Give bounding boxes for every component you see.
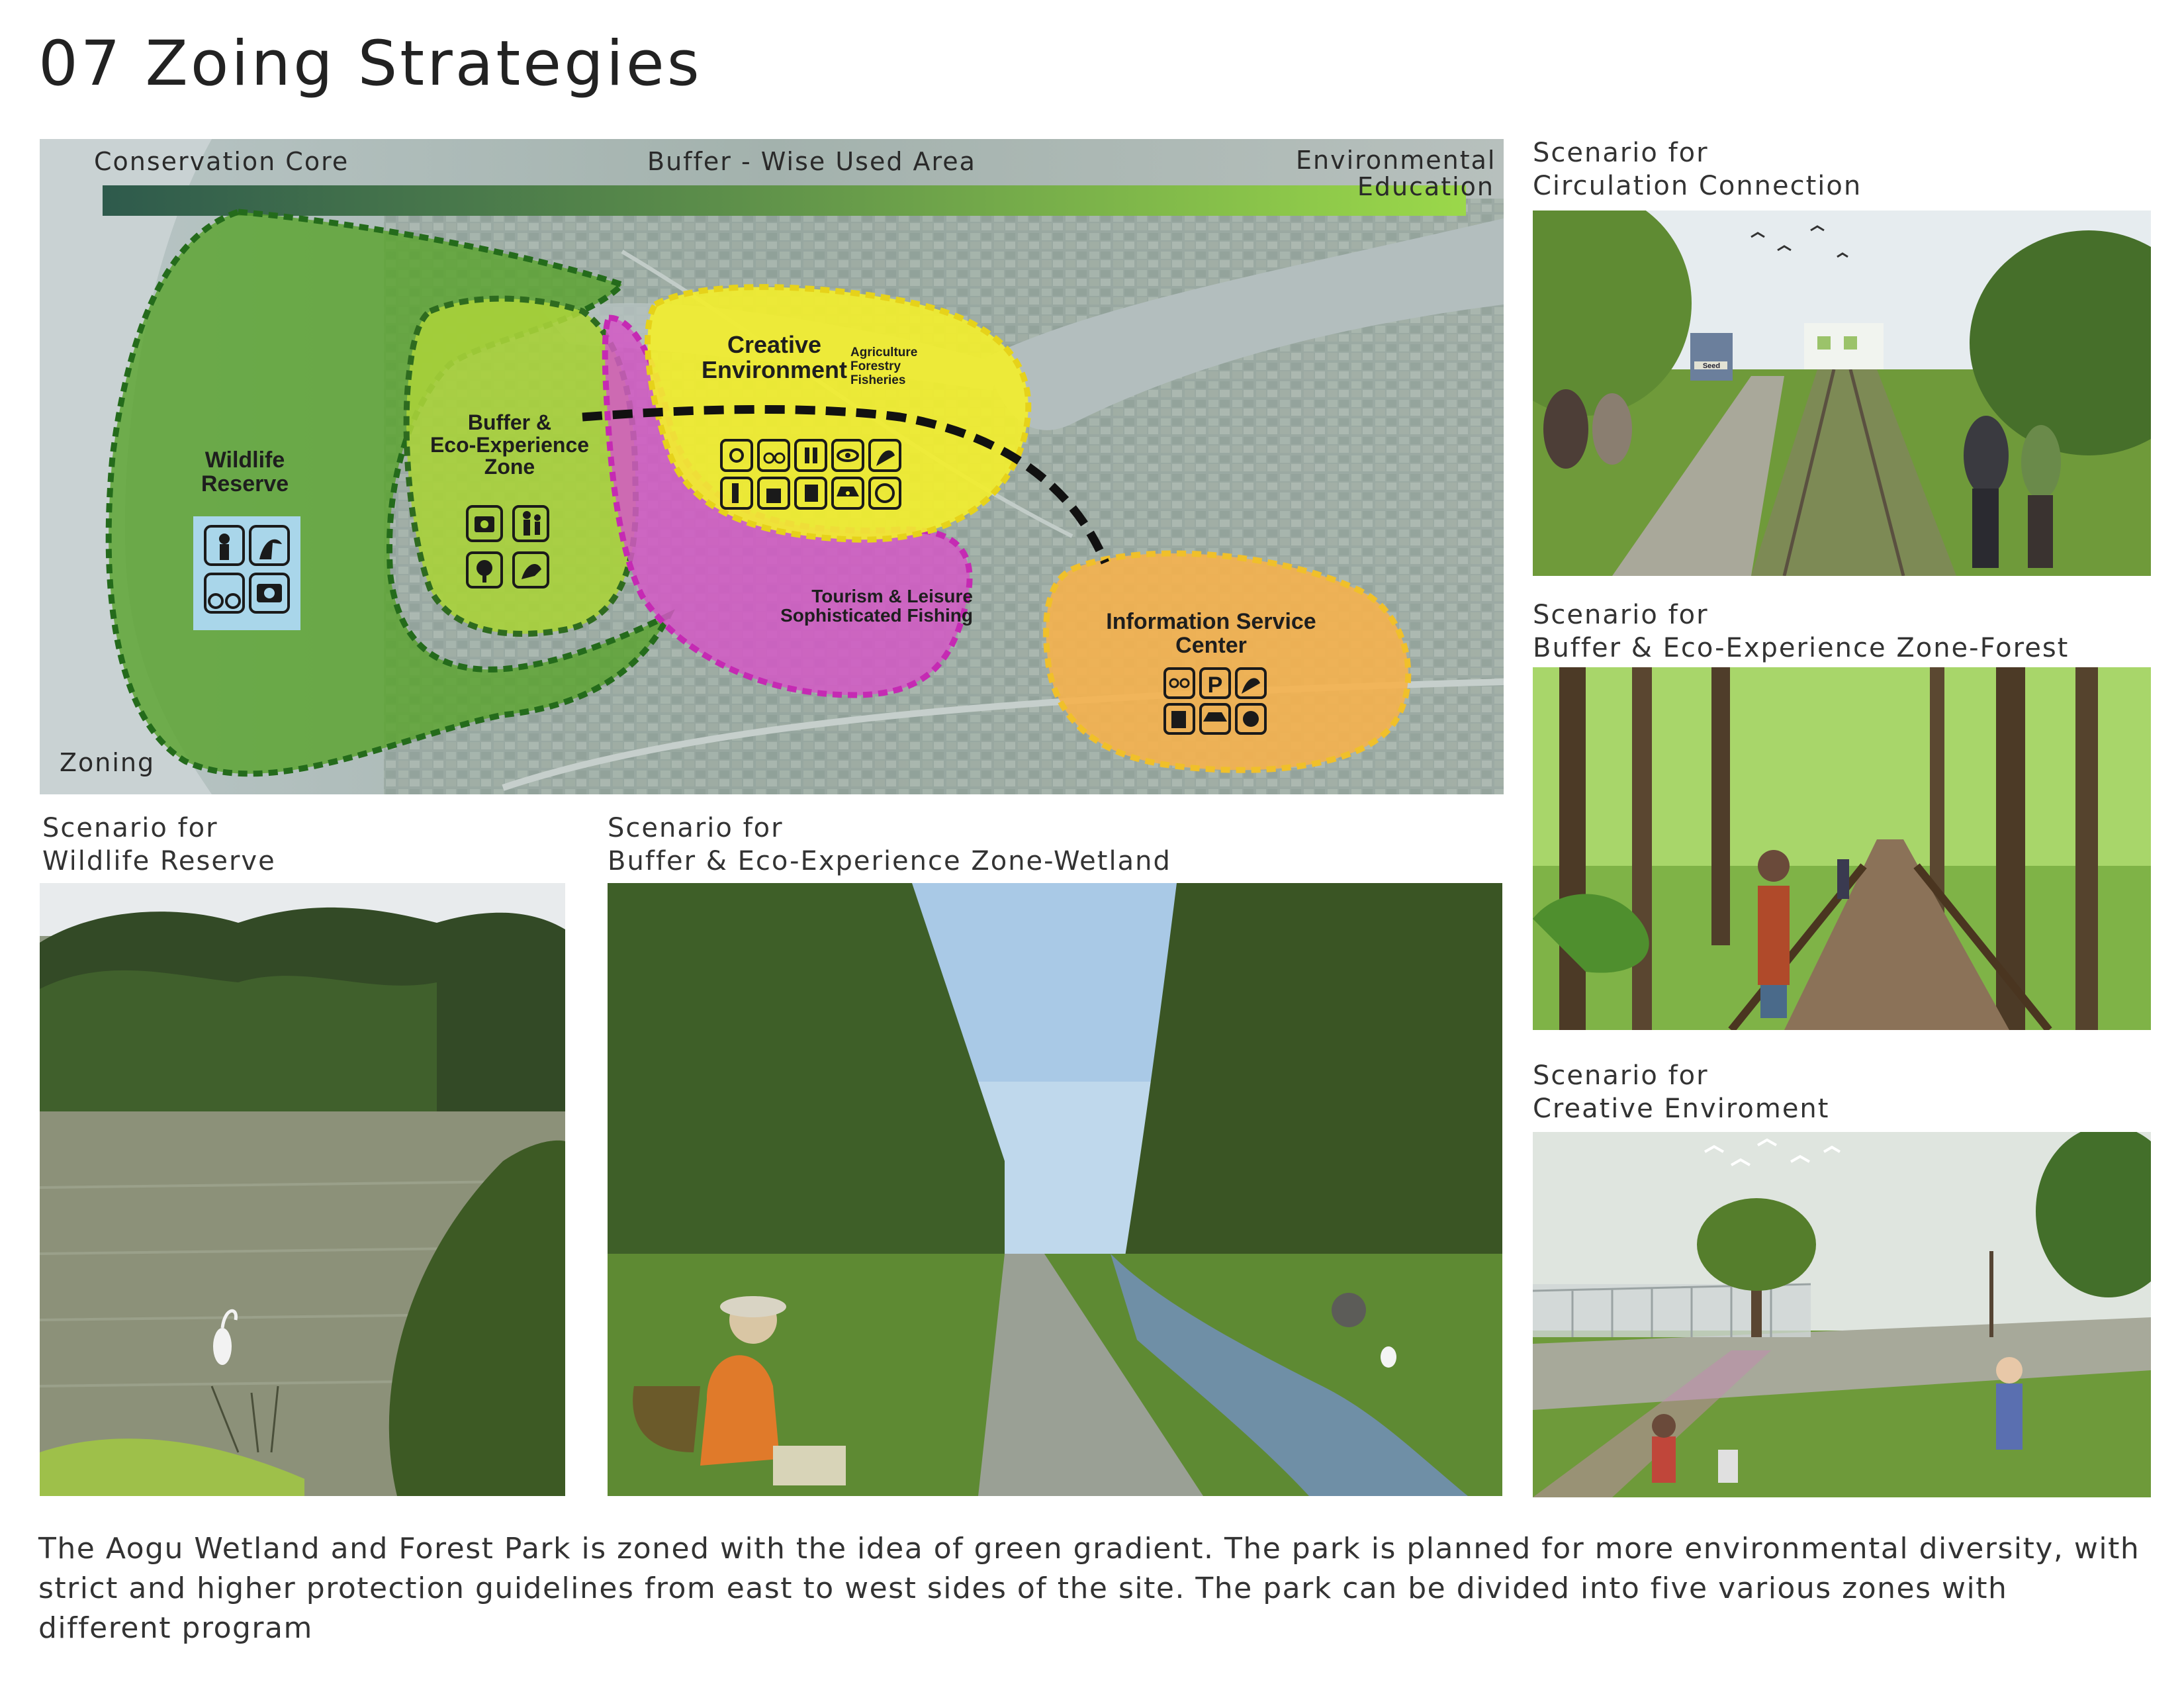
info-label-line2: Center <box>1175 632 1247 658</box>
green-gradient-bar <box>103 185 1466 216</box>
zoning-map: P Conservation Core Buffer - Wise Used A… <box>40 139 1504 794</box>
map-corner-label: Zoning <box>60 748 156 777</box>
zone-icon-grid <box>204 439 1267 735</box>
creative-zone-label: Creative Environment <box>662 332 887 383</box>
info-label-line1: Information Service <box>1106 609 1316 634</box>
tourism-zone-label: Tourism & Leisure Sophisticated Fishing <box>735 586 973 626</box>
creative-sub-forestry: Forestry <box>850 359 901 373</box>
buffer-eco-zone <box>403 295 639 637</box>
wildlife-label-line2: Reserve <box>201 471 289 496</box>
caption-creative: Scenario for Creative Enviroment <box>1533 1059 1829 1125</box>
description-paragraph: The Aogu Wetland and Forest Park is zone… <box>38 1532 2140 1645</box>
caption-wildlife: Scenario for Wildlife Reserve <box>42 812 276 878</box>
caption-forest-line2: Buffer & Eco-Experience Zone-Forest <box>1533 633 2070 663</box>
photo-wildlife-reserve <box>40 883 565 1496</box>
creative-label-line1: Creative <box>727 331 822 358</box>
buffer-label-line3: Zone <box>484 455 535 479</box>
caption-creative-line2: Creative Enviroment <box>1533 1094 1830 1124</box>
photo-circulation-connection: Seed <box>1533 211 2151 576</box>
creative-sub-label: Agriculture Forestry Fisheries <box>850 346 956 387</box>
creative-sub-fisheries: Fisheries <box>850 373 906 387</box>
creative-sub-agriculture: Agriculture <box>850 346 918 359</box>
svg-text:P: P <box>1208 673 1223 698</box>
caption-wildlife-line1: Scenario for <box>42 813 218 843</box>
gradient-label-conservation: Conservation Core <box>94 147 349 176</box>
wildlife-reserve-label: Wildlife Reserve <box>179 447 311 496</box>
circulation-path <box>582 404 1109 565</box>
photo-wetland <box>608 883 1502 1496</box>
tram-sign: Seed <box>1703 362 1720 370</box>
info-center-label: Information Service Center <box>1066 610 1357 657</box>
caption-creative-line1: Scenario for <box>1533 1060 1709 1091</box>
photo-creative-environment <box>1533 1132 2151 1497</box>
wildlife-label-line1: Wildlife <box>205 447 285 473</box>
caption-circulation-line1: Scenario for <box>1533 138 1709 168</box>
page-title: 07 Zoing Strategies <box>38 28 702 100</box>
gradient-label-education: Environmental Education <box>1296 147 1494 200</box>
gradient-label-buffer: Buffer - Wise Used Area <box>647 147 976 176</box>
caption-wetland: Scenario for Buffer & Eco-Experience Zon… <box>608 812 1171 878</box>
caption-wetland-line2: Buffer & Eco-Experience Zone-Wetland <box>608 846 1171 876</box>
gradient-label-education-line2: Education <box>1357 172 1494 201</box>
caption-circulation: Scenario for Circulation Connection <box>1533 136 1862 203</box>
caption-wetland-line1: Scenario for <box>608 813 784 843</box>
tourism-label-line2: Sophisticated Fishing <box>780 605 973 626</box>
buffer-label-line2: Eco-Experience <box>430 432 590 457</box>
buffer-label-line1: Buffer & <box>467 410 552 434</box>
zone-icon-glyphs: P <box>208 447 1260 728</box>
zoning-map-canvas: P <box>40 139 1504 794</box>
tourism-label-line1: Tourism & Leisure <box>811 586 973 606</box>
caption-forest: Scenario for Buffer & Eco-Experience Zon… <box>1533 598 2069 665</box>
buffer-zone-label: Buffer & Eco-Experience Zone <box>410 410 609 479</box>
photo-forest-boardwalk <box>1533 667 2151 1030</box>
creative-label-line2: Environment <box>701 355 848 383</box>
caption-forest-line1: Scenario for <box>1533 600 1709 630</box>
information-service-zone <box>1043 550 1412 773</box>
caption-circulation-line2: Circulation Connection <box>1533 171 1862 201</box>
gradient-label-education-line1: Environmental <box>1296 146 1496 175</box>
caption-wildlife-line2: Wildlife Reserve <box>42 846 276 876</box>
